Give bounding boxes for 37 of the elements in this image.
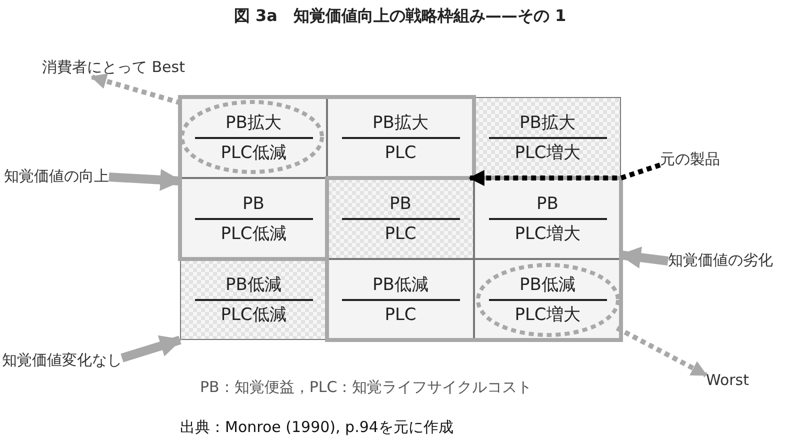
benefit-text: PB (390, 192, 412, 214)
annotation-text: Worst (706, 371, 749, 389)
benefit-text: PB低減 (520, 274, 576, 296)
cost-text: PLC低減 (220, 142, 286, 164)
matrix-cell (474, 97, 621, 178)
cost-text: PLC (384, 222, 416, 244)
arrow (120, 335, 182, 362)
cost-text: PLC低減 (220, 222, 286, 244)
matrix-cell (180, 259, 327, 340)
matrix-cell (327, 97, 474, 178)
cost-text: PLC (384, 142, 416, 164)
arrow (616, 326, 708, 378)
benefit-text: PB低減 (226, 274, 282, 296)
source-caption: 出典：Monroe (1990), p.94を元に作成 (180, 418, 454, 437)
matrix-cell (327, 259, 474, 340)
cost-text: PLC増大 (514, 142, 580, 164)
legend-note: PB：知覚便益，PLC：知覚ライフサイクルコスト (200, 378, 532, 397)
cost-text: PLC (384, 304, 416, 326)
benefit-text: PB拡大 (226, 112, 282, 134)
benefit-text: PB拡大 (372, 112, 428, 134)
annotation-text: 知覚価値の向上 (4, 167, 109, 186)
benefit-text: PB (536, 192, 558, 214)
annotation-text: 知覚価値の劣化 (668, 251, 773, 270)
annotation-text: 元の製品 (660, 150, 720, 169)
matrix-cell (180, 178, 327, 259)
annotation-text: 消費者にとって Best (42, 58, 185, 77)
benefit-text: PB低減 (372, 274, 428, 296)
arrow (468, 162, 661, 186)
annotation-text: 知覚価値変化なし (2, 351, 122, 370)
cost-text: PLC増大 (514, 222, 580, 244)
diagram-title: 図 3a 知覚価値向上の戦略枠組み——その 1 (232, 6, 568, 27)
cost-text: PLC増大 (514, 304, 580, 326)
matrix-cell (474, 178, 621, 259)
benefit-text: PB拡大 (520, 112, 576, 134)
matrix-cell (327, 178, 474, 259)
cost-text: PLC低減 (220, 304, 286, 326)
benefit-text: PB (242, 192, 264, 214)
